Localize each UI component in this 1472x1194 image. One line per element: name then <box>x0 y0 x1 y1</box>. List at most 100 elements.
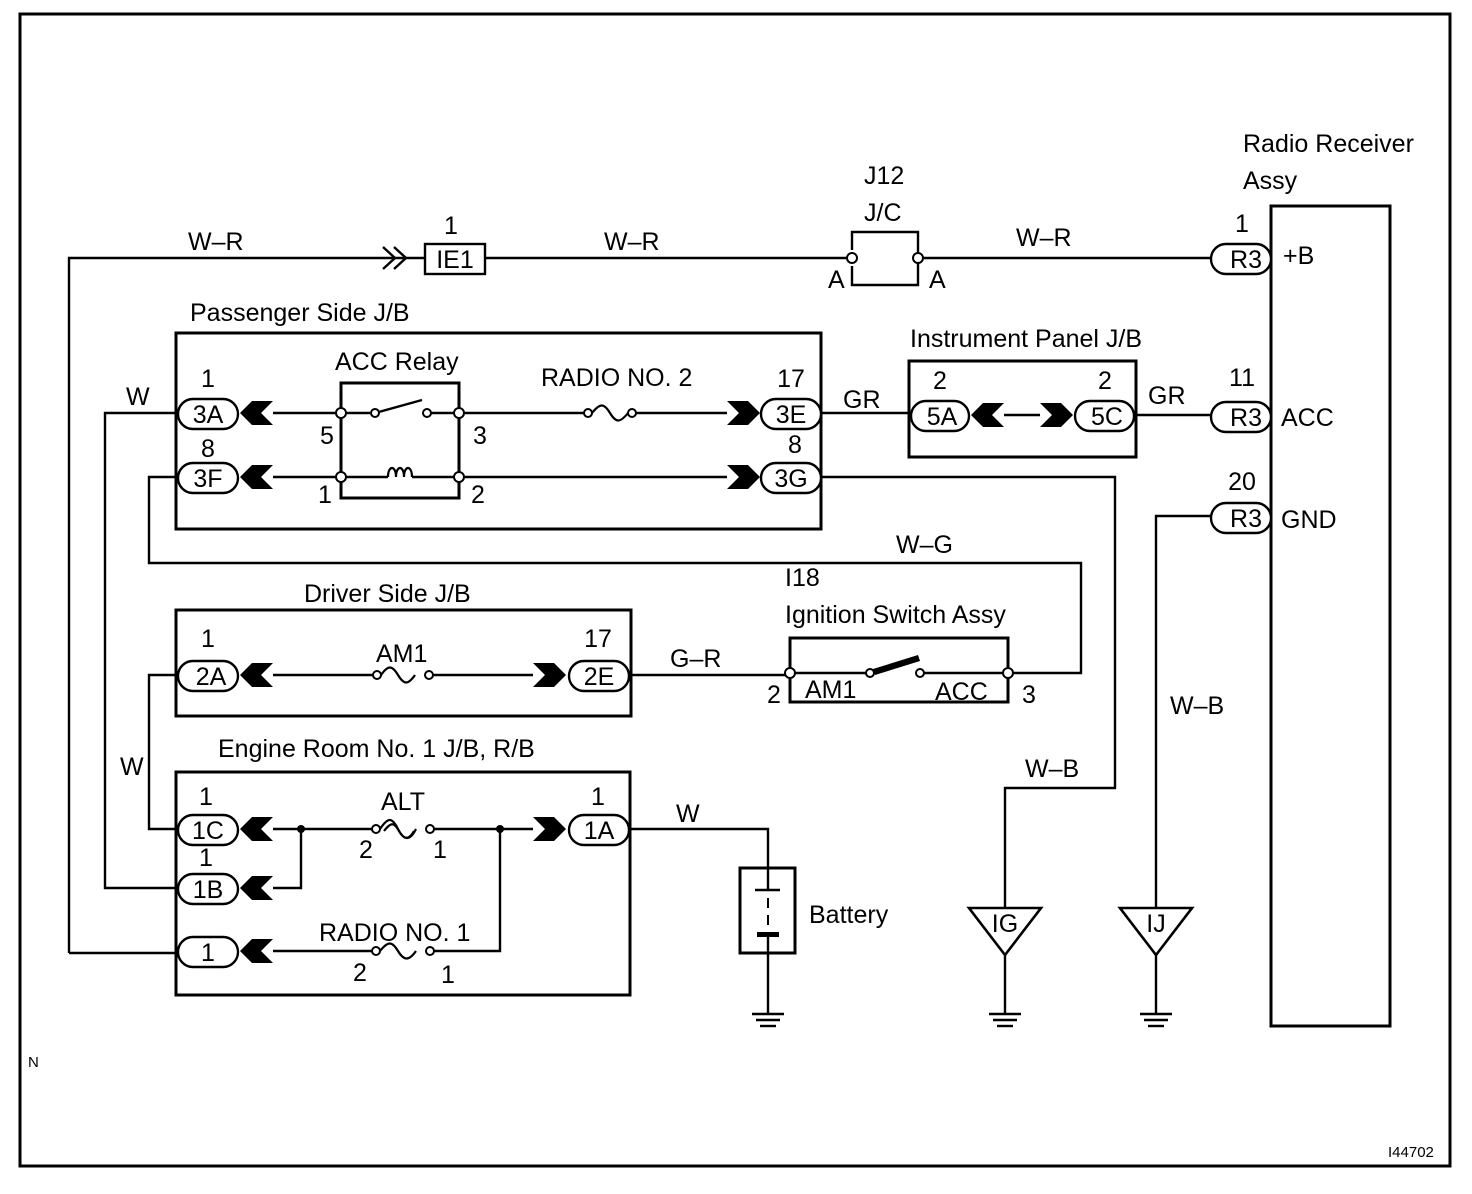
jc-name: J/C <box>864 199 902 227</box>
wire-label-wb-a: W–B <box>1025 755 1079 783</box>
relay-switch-arm <box>374 398 423 415</box>
fuse-am1-label: AM1 <box>376 640 427 668</box>
connector-1-label: 1 <box>201 939 215 967</box>
wire-label-w-upper: W <box>126 383 150 411</box>
c3f-pin: 8 <box>201 435 215 463</box>
wire-wb-ig <box>821 475 1117 908</box>
ip-jb-title: Instrument Panel J/B <box>910 325 1142 353</box>
radio-receiver-box <box>1269 204 1392 1028</box>
ground-ij-label: IJ <box>1146 910 1165 938</box>
jc-right-label: A <box>929 266 946 294</box>
connector-1b-label: 1B <box>193 876 224 904</box>
radio-pin-gnd: GND <box>1281 506 1337 534</box>
ignition-am1: AM1 <box>805 676 856 704</box>
arrow-3a <box>240 401 273 425</box>
arrow-2a <box>240 663 273 687</box>
relay-terminal-2 <box>453 471 465 483</box>
fuse-radio2-symbol <box>591 404 629 422</box>
connector-ie1-pin: 1 <box>444 212 458 240</box>
radio-pin-acc: ACC <box>1281 404 1334 432</box>
connector-ie1 <box>423 242 487 276</box>
radio-title-2: Assy <box>1243 167 1298 195</box>
arrow-3f <box>240 465 273 489</box>
arrow-3g <box>727 465 760 489</box>
wire-w-lower <box>147 673 178 831</box>
c2a-pin: 1 <box>201 625 215 653</box>
engine-jb-title: Engine Room No. 1 J/B, R/B <box>218 735 535 763</box>
connector-ie1-label: IE1 <box>436 246 474 274</box>
c2e-pin: 17 <box>584 625 612 653</box>
connector-r3-gnd-pin: 20 <box>1228 468 1256 496</box>
connector-3e-label: 3E <box>776 401 807 429</box>
relay-terminal-3 <box>453 407 465 419</box>
relay-terminal-5 <box>335 407 347 419</box>
arrow-2e <box>533 663 566 687</box>
wire-w-upper <box>103 411 178 890</box>
connector-3g-label: 3G <box>774 465 807 493</box>
passenger-jb-box <box>174 331 823 531</box>
wire-label-wg: W–G <box>896 531 953 559</box>
radio-title-1: Radio Receiver <box>1243 130 1414 158</box>
fuse-radio2-term-b <box>627 408 637 418</box>
engine-jb-box <box>174 770 632 997</box>
wire-wr-main <box>67 256 425 953</box>
ignition-terminal-3 <box>1002 667 1014 679</box>
connector-r3-b-label: R3 <box>1230 246 1262 274</box>
arrow-1b <box>240 876 273 900</box>
jc-box <box>850 230 920 287</box>
driver-jb-box <box>174 608 633 718</box>
connector-2e-label: 2E <box>584 663 615 691</box>
ground-ig-label: IG <box>992 910 1018 938</box>
ignition-terminal-2 <box>784 667 796 679</box>
ground-ij-icon <box>1140 1012 1172 1028</box>
arrow-1 <box>240 939 273 963</box>
jc-left-label: A <box>828 266 845 294</box>
wire-wb-ij <box>1154 514 1211 908</box>
ignition-id: I18 <box>785 564 820 592</box>
connector-5a-label: 5A <box>927 403 958 431</box>
connector-r3-acc <box>1209 400 1273 434</box>
ignition-contact-b <box>915 668 925 678</box>
radio-pin-b: +B <box>1283 242 1314 270</box>
ground-ij-triangle <box>1117 906 1195 958</box>
connector-1c <box>176 813 240 847</box>
ground-ig-icon <box>989 1012 1021 1028</box>
battery-ground-icon <box>752 1012 784 1028</box>
wire-label-wr-c: W–R <box>1016 224 1072 252</box>
wire-label-w-lower: W <box>120 753 144 781</box>
wire-wg <box>147 475 1083 675</box>
connector-r3-gnd <box>1209 501 1273 535</box>
relay-contact-a <box>370 408 380 418</box>
connector-r3-b-pin: 1 <box>1235 210 1249 238</box>
fuse-alt-label: ALT <box>381 788 425 816</box>
connector-1b <box>176 872 240 906</box>
fuse-radio2-label: RADIO NO. 2 <box>541 364 692 392</box>
arrow-5c <box>1040 403 1073 427</box>
ignition-title: Ignition Switch Assy <box>785 601 1006 629</box>
wire-label-wb-b: W–B <box>1170 692 1224 720</box>
c1c-pin: 1 <box>199 783 213 811</box>
arrow-5a <box>971 403 1004 427</box>
fuse-am1-term-b <box>424 670 434 680</box>
fuse-radio1-t1: 1 <box>441 961 455 989</box>
wire-label-gr2: G–R <box>670 645 721 673</box>
fuse-am1-symbol <box>380 666 416 684</box>
arrow-1a <box>533 817 566 841</box>
fuse-radio1-term-a <box>371 946 381 956</box>
acc-relay-title: ACC Relay <box>335 348 459 376</box>
fuse-alt-t2: 2 <box>359 836 373 864</box>
c3e-pin: 17 <box>777 365 805 393</box>
figure-code: I44702 <box>1388 1144 1434 1161</box>
fuse-alt-t1: 1 <box>433 836 447 864</box>
battery-label: Battery <box>809 901 889 929</box>
wire-1b-junction <box>273 829 303 890</box>
connector-1c-label: 1C <box>192 817 224 845</box>
relay-coil <box>386 466 414 478</box>
connector-2a-label: 2A <box>196 663 227 691</box>
corner-mark: N <box>28 1054 39 1071</box>
c5c-pin: 2 <box>1098 367 1112 395</box>
diagram-frame <box>18 12 1452 1168</box>
fuse-alt-term-a <box>371 824 381 834</box>
wire-label-wr-b: W–R <box>604 228 660 256</box>
relay-contact-b <box>422 408 432 418</box>
